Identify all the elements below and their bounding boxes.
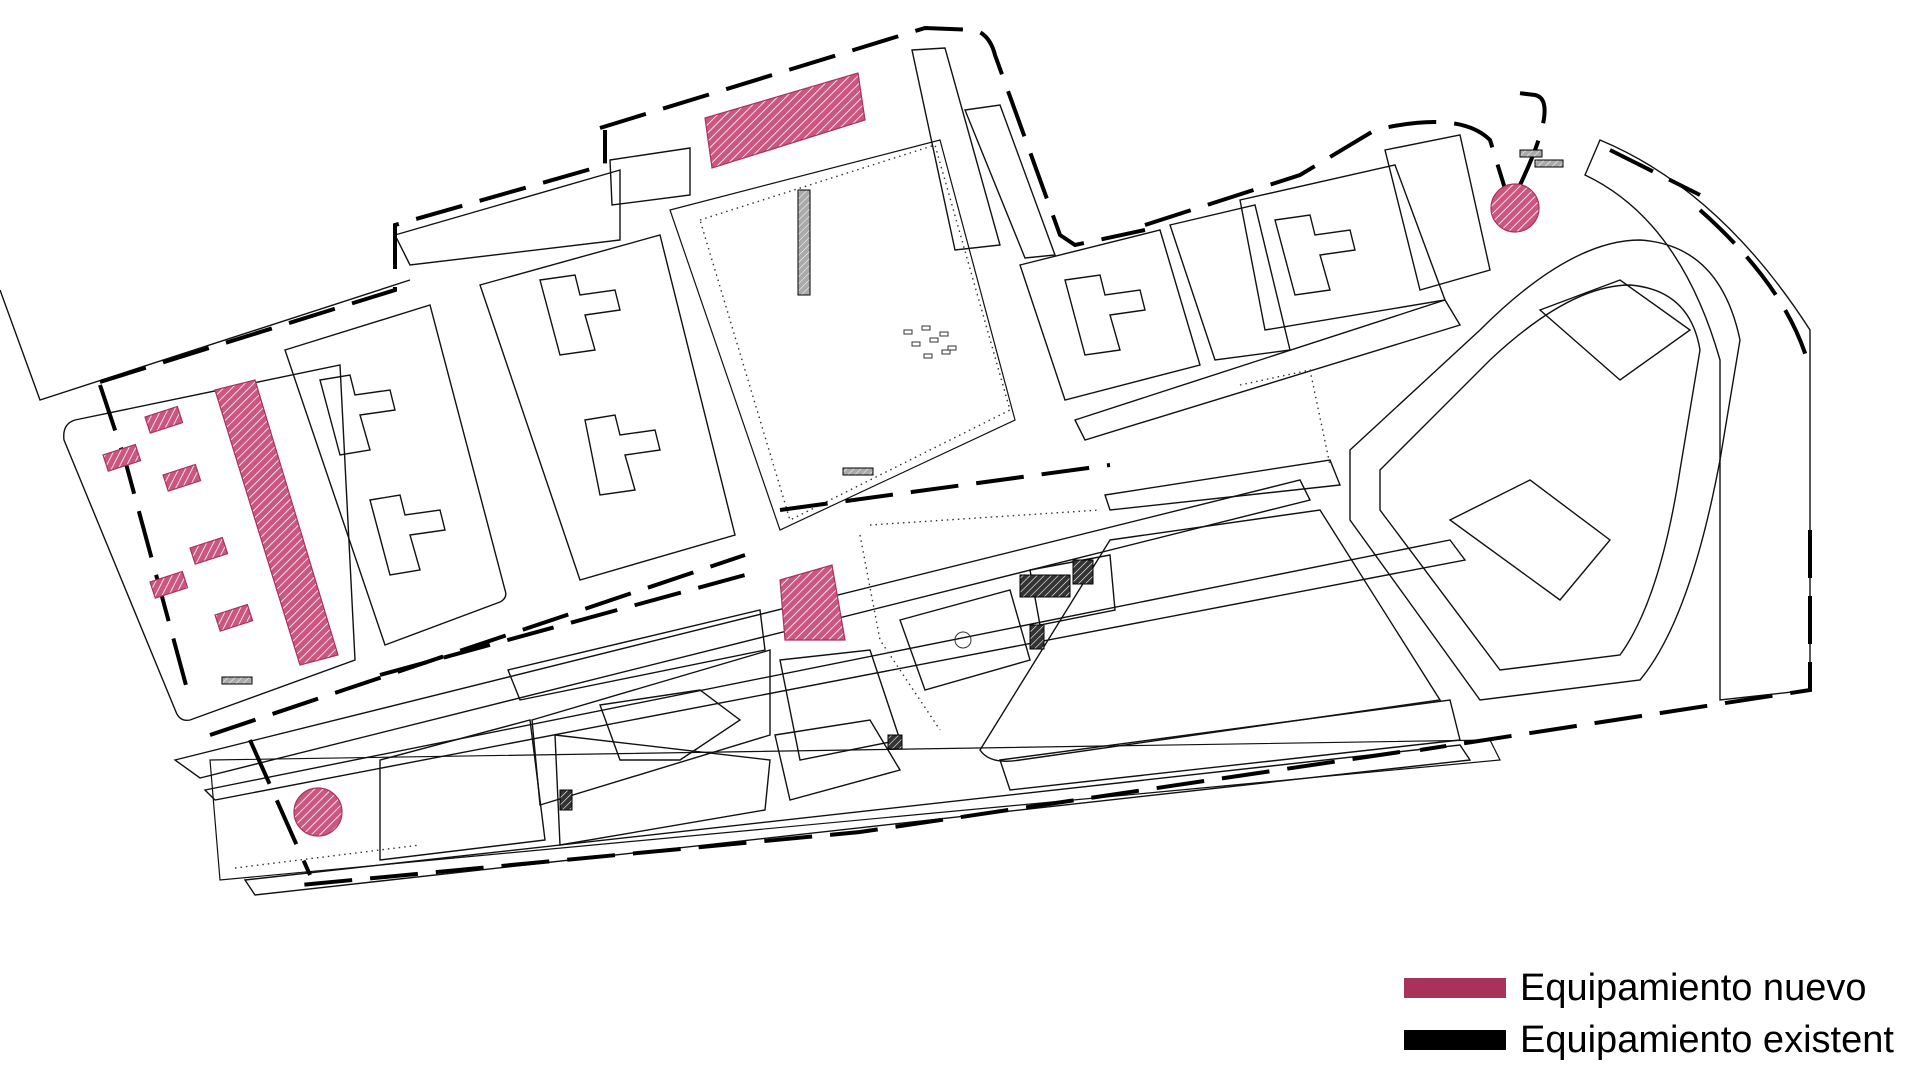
legend: Equipamiento nuevo Equipamiento existent bbox=[1404, 962, 1920, 1066]
new-equipment bbox=[102, 72, 1540, 837]
new-equipment-central-plot bbox=[779, 564, 846, 641]
legend-label-existing-equipment: Equipamiento existent bbox=[1520, 1018, 1894, 1061]
site-outlines bbox=[0, 47, 1811, 896]
legend-swatch-existing-equipment bbox=[1404, 1030, 1506, 1050]
existing-small-elements bbox=[221, 149, 1564, 811]
legend-swatch-new-equipment bbox=[1404, 978, 1506, 998]
legend-label-new-equipment: Equipamiento nuevo bbox=[1520, 966, 1867, 1009]
existing-equipment bbox=[98, 25, 1812, 887]
legend-item-new-equipment: Equipamiento nuevo bbox=[1404, 962, 1920, 1014]
new-equipment-circle-east bbox=[1490, 183, 1540, 233]
new-equipment-top-row bbox=[704, 72, 866, 169]
new-equipment-circle-west bbox=[293, 787, 343, 837]
legend-item-existing-equipment: Equipamiento existent bbox=[1404, 1014, 1920, 1066]
small-markers bbox=[903, 325, 972, 649]
new-equipment-long-strip bbox=[214, 379, 339, 666]
dotted-paths bbox=[234, 144, 1331, 869]
